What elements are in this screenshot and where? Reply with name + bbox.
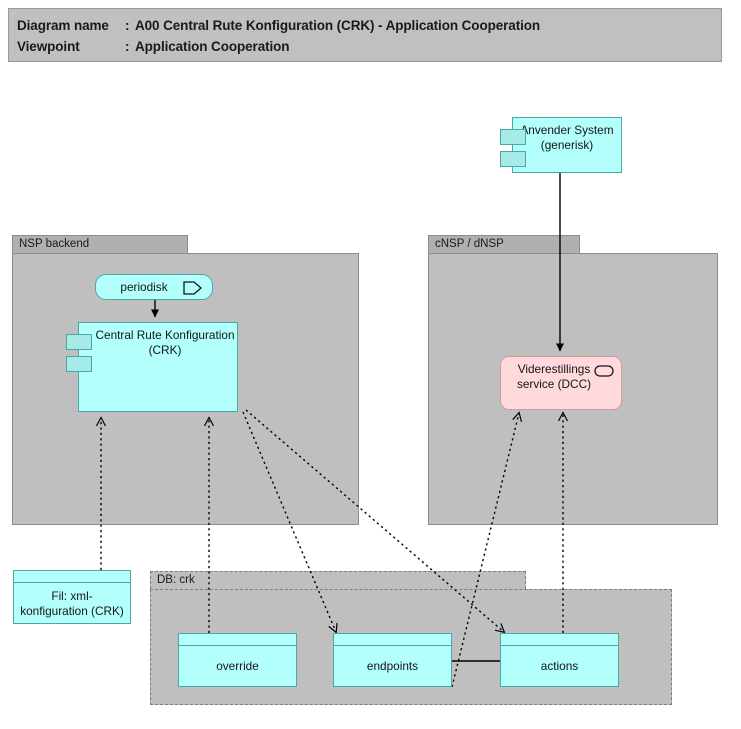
node-periodisk-label: periodisk bbox=[120, 279, 168, 294]
component-icon-lower bbox=[66, 356, 92, 372]
node-override-label: override bbox=[216, 658, 259, 673]
node-actions[interactable]: actions bbox=[500, 633, 619, 687]
group-nsp-backend-label: NSP backend bbox=[12, 235, 188, 253]
node-anvender-system[interactable]: Anvender System (generisk) bbox=[500, 117, 622, 173]
artifact-icon bbox=[14, 571, 130, 583]
artifact-icon bbox=[179, 634, 296, 646]
node-fil-xml-konfiguration-label: Fil: xml- konfiguration (CRK) bbox=[20, 589, 124, 618]
viewpoint-key: Viewpoint bbox=[17, 39, 80, 54]
diagram-name-value: A00 Central Rute Konfiguration (CRK) - A… bbox=[135, 18, 541, 33]
diagram-title-banner: Diagram name : A00 Central Rute Konfigur… bbox=[8, 8, 722, 62]
diagram-name-separator: : bbox=[125, 18, 130, 33]
viewpoint-row: Viewpoint : Application Cooperation bbox=[17, 36, 721, 57]
event-icon bbox=[183, 281, 202, 295]
node-central-rute-konfiguration[interactable]: Central Rute Konfiguration (CRK) bbox=[66, 322, 238, 412]
diagram-name-key: Diagram name bbox=[17, 18, 109, 33]
node-endpoints-label: endpoints bbox=[366, 658, 419, 673]
node-actions-label: actions bbox=[540, 658, 579, 673]
component-icon bbox=[500, 129, 526, 145]
artifact-icon bbox=[334, 634, 451, 646]
node-periodisk[interactable]: periodisk bbox=[95, 274, 213, 300]
diagram-name-row: Diagram name : A00 Central Rute Konfigur… bbox=[17, 15, 721, 36]
component-icon bbox=[66, 334, 92, 350]
service-icon bbox=[594, 365, 614, 377]
node-viderestillings-service-label: Viderestillings service (DCC) bbox=[516, 362, 592, 391]
component-icon-lower bbox=[500, 151, 526, 167]
viewpoint-separator: : bbox=[125, 39, 130, 54]
group-db-crk-label: DB: crk bbox=[150, 571, 526, 589]
node-viderestillings-service[interactable]: Viderestillings service (DCC) bbox=[500, 356, 622, 410]
viewpoint-value: Application Cooperation bbox=[135, 39, 290, 54]
node-central-rute-konfiguration-label: Central Rute Konfiguration (CRK) bbox=[95, 328, 235, 357]
artifact-icon bbox=[501, 634, 618, 646]
node-fil-xml-konfiguration[interactable]: Fil: xml- konfiguration (CRK) bbox=[13, 570, 131, 624]
node-endpoints[interactable]: endpoints bbox=[333, 633, 452, 687]
node-override[interactable]: override bbox=[178, 633, 297, 687]
group-cnsp-dnsp-label: cNSP / dNSP bbox=[428, 235, 580, 253]
node-anvender-system-label: Anvender System (generisk) bbox=[520, 123, 614, 152]
